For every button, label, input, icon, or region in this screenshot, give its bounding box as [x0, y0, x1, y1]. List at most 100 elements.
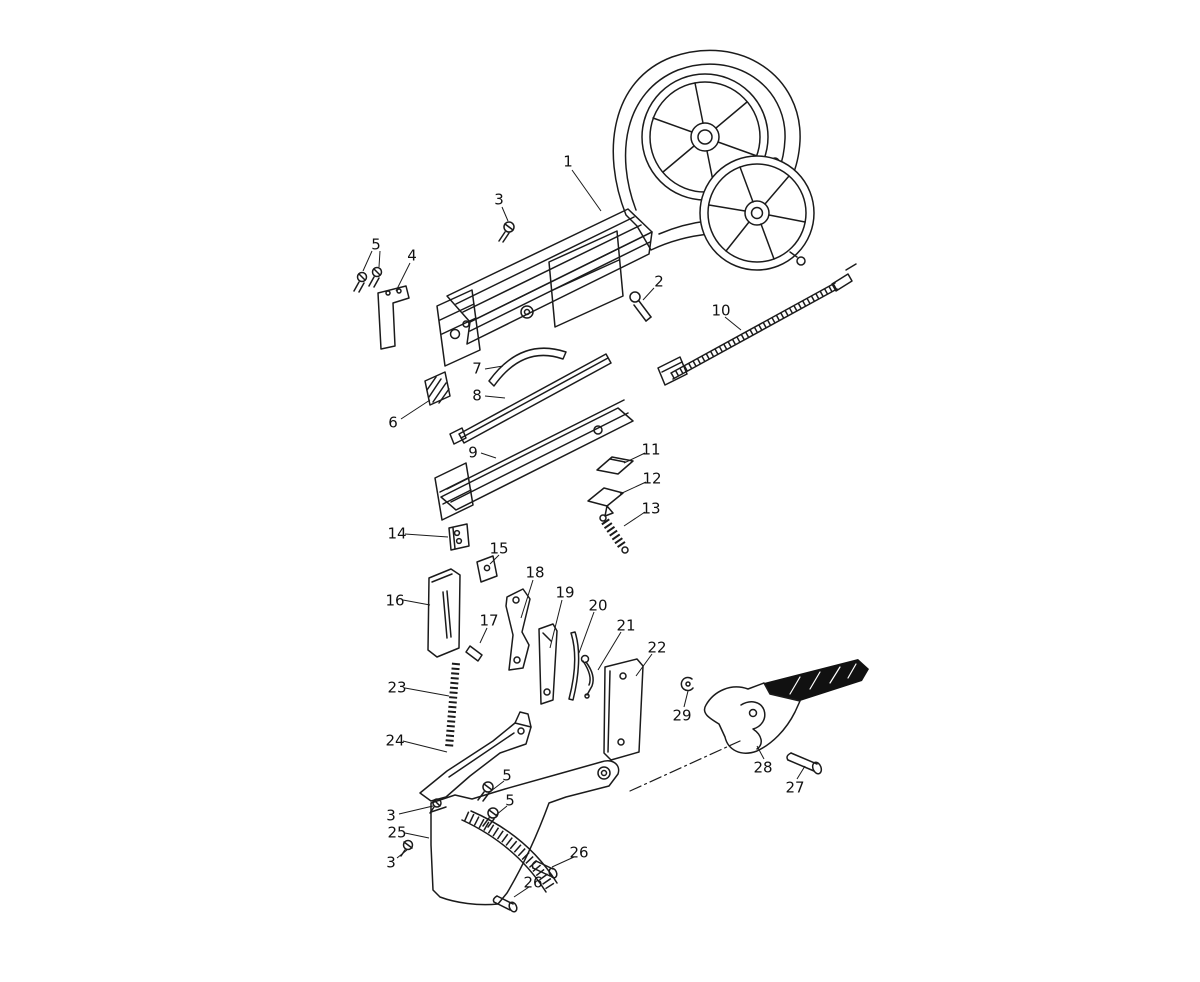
part-label-26: 26 — [569, 843, 588, 861]
part-label-4: 4 — [407, 246, 417, 264]
plate-part-12 — [587, 487, 624, 517]
part-label-2: 2 — [654, 272, 664, 290]
leader-line — [404, 687, 450, 697]
channel-part-9 — [434, 399, 634, 521]
side-plate-part-16 — [427, 568, 461, 658]
part-label-5: 5 — [505, 791, 515, 809]
leader-line — [480, 452, 497, 459]
artwork-layer — [353, 49, 869, 913]
leader-line — [378, 250, 381, 268]
part-label-23: 23 — [387, 678, 406, 696]
e-ring-part-29 — [680, 676, 694, 692]
bolt-part-2 — [629, 291, 652, 322]
leader-line — [642, 287, 655, 301]
leader-line — [484, 395, 506, 399]
tape-reel-lower — [699, 155, 815, 271]
part-label-1: 1 — [563, 152, 573, 170]
plate-part-15 — [476, 555, 498, 583]
leader-line — [402, 740, 448, 753]
part-label-21: 21 — [616, 616, 635, 634]
part-label-29: 29 — [672, 706, 691, 724]
part-label-24: 24 — [385, 731, 404, 749]
leader-line — [578, 611, 595, 654]
leader-line — [571, 169, 602, 212]
part-label-14: 14 — [387, 524, 406, 542]
part-label-20: 20 — [588, 596, 607, 614]
pin-part-26-b — [492, 895, 518, 913]
leader-line — [549, 599, 563, 649]
arm-part-24 — [419, 711, 532, 802]
leader-line — [495, 805, 508, 816]
screw-part-5-mid — [477, 781, 499, 828]
part-label-22: 22 — [647, 638, 666, 656]
leader-line — [402, 599, 431, 606]
screw-part-3-top — [498, 221, 515, 243]
coil-spring-part-13 — [599, 514, 629, 554]
leader-line — [404, 832, 430, 839]
lever-part-18 — [505, 588, 531, 671]
part-label-17: 17 — [479, 611, 498, 629]
leader-line — [619, 481, 647, 495]
pad-part-6 — [424, 371, 451, 406]
part-label-5: 5 — [502, 766, 512, 784]
part-label-3: 3 — [386, 806, 396, 824]
part-label-27: 27 — [785, 778, 804, 796]
assembly-axis-line — [629, 740, 741, 792]
wire-link-part-21 — [580, 654, 594, 699]
spring-rod-part-10 — [657, 263, 857, 386]
leader-line — [756, 745, 765, 760]
leader-line — [623, 452, 646, 464]
part-label-26: 26 — [523, 873, 542, 891]
leader-line — [398, 805, 434, 815]
leader-line — [513, 886, 530, 898]
plate-part-22 — [603, 658, 644, 761]
part-label-11: 11 — [641, 440, 660, 458]
part-label-18: 18 — [525, 563, 544, 581]
part-label-3: 3 — [386, 853, 396, 871]
leader-line — [551, 856, 575, 868]
leader-line — [796, 765, 806, 780]
strip-part-19 — [538, 623, 558, 705]
leader-line — [489, 554, 500, 565]
lower-frame-part-25 — [430, 760, 620, 906]
thin-strip-part-20 — [568, 631, 580, 701]
pin-part-27 — [786, 752, 823, 775]
part-label-25: 25 — [387, 823, 406, 841]
leader-line — [520, 579, 534, 619]
leader-line — [395, 262, 411, 292]
part-label-19: 19 — [555, 583, 574, 601]
leader-line — [597, 631, 622, 671]
part-label-15: 15 — [489, 539, 508, 557]
leader-line — [623, 511, 646, 527]
pin-part-26-a — [531, 860, 558, 879]
screw-part-5-pair — [353, 266, 383, 293]
part-label-16: 16 — [385, 591, 404, 609]
leader-line — [479, 627, 488, 644]
part-label-6: 6 — [388, 413, 398, 431]
leader-line — [396, 849, 408, 859]
leaf-spring-part-7 — [488, 347, 567, 387]
leader-line — [484, 365, 504, 370]
clip-part-14 — [448, 523, 470, 551]
bracket-part-4 — [377, 285, 410, 350]
leader-line — [362, 250, 373, 272]
leader-line — [501, 206, 509, 222]
leader-line — [635, 653, 653, 677]
plate-part-11 — [596, 456, 634, 475]
part-label-12: 12 — [642, 469, 661, 487]
leader-line — [404, 533, 449, 538]
part-label-9: 9 — [468, 443, 478, 461]
rail-part-8 — [449, 353, 612, 445]
part-label-5: 5 — [371, 235, 381, 253]
part-label-8: 8 — [472, 386, 482, 404]
part-label-28: 28 — [753, 758, 772, 776]
pin-part-17 — [465, 645, 483, 662]
part-label-3: 3 — [494, 190, 504, 208]
leader-line — [490, 780, 505, 792]
part-label-10: 10 — [711, 301, 730, 319]
leader-line — [724, 316, 742, 331]
part-label-7: 7 — [472, 359, 482, 377]
